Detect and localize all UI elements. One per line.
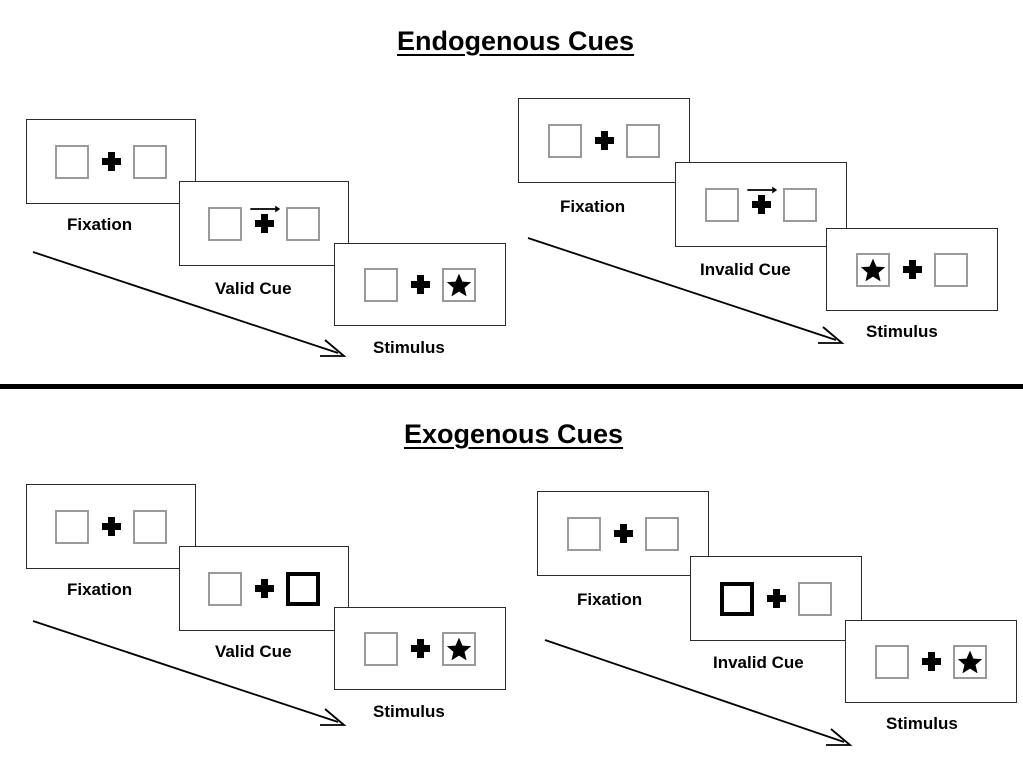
fixation-cross-wrap bbox=[582, 123, 626, 159]
star-icon bbox=[446, 273, 472, 296]
panel-content bbox=[720, 581, 832, 617]
panel-content bbox=[364, 267, 476, 303]
caption-endogenous-valid-cue: Valid Cue bbox=[215, 279, 292, 298]
caption-endogenous-valid-stimulus: Stimulus bbox=[373, 338, 445, 357]
star-icon bbox=[860, 258, 886, 281]
section-divider bbox=[0, 384, 1023, 389]
panel-exogenous-invalid-fixation bbox=[537, 491, 709, 576]
fixation-cross-icon bbox=[921, 652, 941, 671]
fixation-cross-wrap bbox=[398, 631, 442, 667]
star-icon bbox=[446, 637, 472, 660]
left-box-cued bbox=[720, 581, 754, 616]
panel-content bbox=[208, 571, 320, 607]
panel-exogenous-valid-stimulus bbox=[334, 607, 506, 690]
fixation-cross-icon bbox=[751, 195, 771, 214]
right-box bbox=[953, 644, 987, 679]
panel-content bbox=[567, 516, 679, 552]
fixation-cross-wrap bbox=[89, 144, 133, 180]
panel-content bbox=[856, 252, 968, 288]
left-box bbox=[55, 144, 89, 179]
panel-content bbox=[705, 186, 817, 223]
caption-exogenous-valid-fixation: Fixation bbox=[67, 580, 133, 599]
fixation-cross-icon bbox=[254, 579, 274, 598]
fixation-cross-icon bbox=[766, 589, 786, 608]
fixation-cross-icon bbox=[101, 152, 121, 171]
fixation-cross-wrap bbox=[754, 581, 798, 617]
panel-content bbox=[875, 644, 987, 680]
panel-content bbox=[55, 509, 167, 545]
flow-arrow-exogenous-invalid bbox=[544, 639, 853, 746]
fixation-cross-wrap bbox=[242, 571, 286, 607]
flow-arrow-endogenous-invalid bbox=[527, 237, 845, 344]
fixation-cross-wrap bbox=[89, 509, 133, 545]
caption-exogenous-valid-stimulus: Stimulus bbox=[373, 702, 445, 721]
fixation-cross-wrap bbox=[909, 644, 953, 680]
caption-endogenous-invalid-stimulus: Stimulus bbox=[866, 322, 938, 341]
panel-endogenous-invalid-stimulus bbox=[826, 228, 998, 311]
left-box bbox=[55, 509, 89, 544]
left-box bbox=[856, 252, 890, 287]
caption-endogenous-invalid-cue: Invalid Cue bbox=[700, 260, 791, 279]
right-box bbox=[442, 267, 476, 302]
panel-content bbox=[55, 144, 167, 180]
caption-exogenous-invalid-cue: Invalid Cue bbox=[713, 653, 804, 672]
cue-arrow-right-icon bbox=[747, 186, 778, 193]
caption-exogenous-invalid-stimulus: Stimulus bbox=[886, 714, 958, 733]
left-box bbox=[548, 123, 582, 158]
right-box-cued bbox=[286, 571, 320, 606]
star-icon bbox=[957, 650, 983, 673]
panel-content bbox=[208, 205, 320, 242]
left-box bbox=[364, 267, 398, 302]
panel-endogenous-valid-stimulus bbox=[334, 243, 506, 326]
panel-content bbox=[548, 123, 660, 159]
fixation-cross-icon bbox=[594, 131, 614, 150]
right-box bbox=[798, 581, 832, 616]
fixation-cross-icon bbox=[613, 524, 633, 543]
caption-exogenous-invalid-fixation: Fixation bbox=[577, 590, 643, 609]
panel-endogenous-invalid-fixation bbox=[518, 98, 690, 183]
right-box bbox=[442, 631, 476, 666]
left-box bbox=[364, 631, 398, 666]
fixation-cross-wrap bbox=[739, 186, 783, 223]
caption-endogenous-invalid-fixation: Fixation bbox=[560, 197, 626, 216]
panel-content bbox=[364, 631, 476, 667]
caption-exogenous-valid-cue: Valid Cue bbox=[215, 642, 292, 661]
right-box bbox=[133, 144, 167, 179]
right-box bbox=[286, 206, 320, 241]
right-box bbox=[133, 509, 167, 544]
fixation-cross-icon bbox=[902, 260, 922, 279]
right-box bbox=[645, 516, 679, 551]
fixation-cross-wrap bbox=[242, 205, 286, 242]
panel-exogenous-invalid-stimulus bbox=[845, 620, 1017, 703]
fixation-cross-icon bbox=[410, 275, 430, 294]
panel-endogenous-valid-cue bbox=[179, 181, 349, 266]
panel-exogenous-invalid-cue bbox=[690, 556, 862, 641]
fixation-cross-wrap bbox=[601, 516, 645, 552]
panel-endogenous-valid-fixation bbox=[26, 119, 196, 204]
left-box bbox=[705, 187, 739, 222]
panel-exogenous-valid-cue bbox=[179, 546, 349, 631]
fixation-cross-icon bbox=[101, 517, 121, 536]
left-box bbox=[567, 516, 601, 551]
flow-arrow-exogenous-valid bbox=[32, 620, 347, 726]
caption-endogenous-valid-fixation: Fixation bbox=[67, 215, 133, 234]
right-box bbox=[934, 252, 968, 287]
fixation-cross-wrap bbox=[890, 252, 934, 288]
left-box bbox=[208, 571, 242, 606]
section-title-endogenous: Endogenous Cues bbox=[397, 26, 635, 56]
section-title-exogenous: Exogenous Cues bbox=[404, 419, 624, 449]
fixation-cross-icon bbox=[254, 214, 274, 233]
right-box bbox=[626, 123, 660, 158]
left-box bbox=[875, 644, 909, 679]
fixation-cross-icon bbox=[410, 639, 430, 658]
right-box bbox=[783, 187, 817, 222]
fixation-cross-wrap bbox=[398, 267, 442, 303]
flow-arrow-endogenous-valid bbox=[32, 251, 347, 357]
panel-endogenous-invalid-cue bbox=[675, 162, 847, 247]
panel-exogenous-valid-fixation bbox=[26, 484, 196, 569]
left-box bbox=[208, 206, 242, 241]
cue-arrow-right-icon bbox=[250, 205, 281, 212]
